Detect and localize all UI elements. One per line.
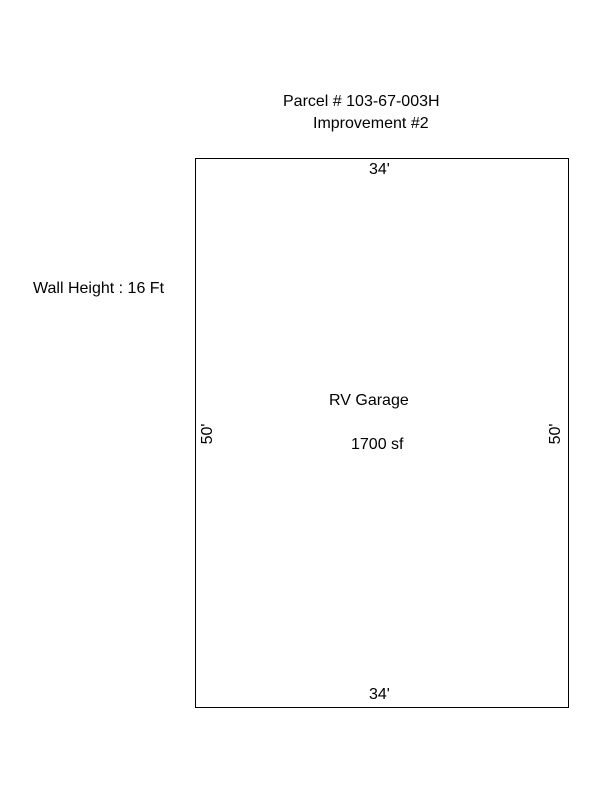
dimension-right: 50' — [547, 423, 564, 445]
building-outline — [195, 158, 569, 708]
improvement-number: Improvement #2 — [313, 115, 429, 132]
wall-height-label: Wall Height : 16 Ft — [33, 280, 165, 297]
dimension-bottom: 34' — [369, 686, 390, 703]
building-label: RV Garage — [329, 392, 409, 409]
dimension-top: 34' — [369, 161, 390, 178]
dimension-left: 50' — [199, 423, 216, 445]
parcel-number: Parcel # 103-67-003H — [283, 93, 440, 110]
building-area: 1700 sf — [351, 436, 404, 453]
